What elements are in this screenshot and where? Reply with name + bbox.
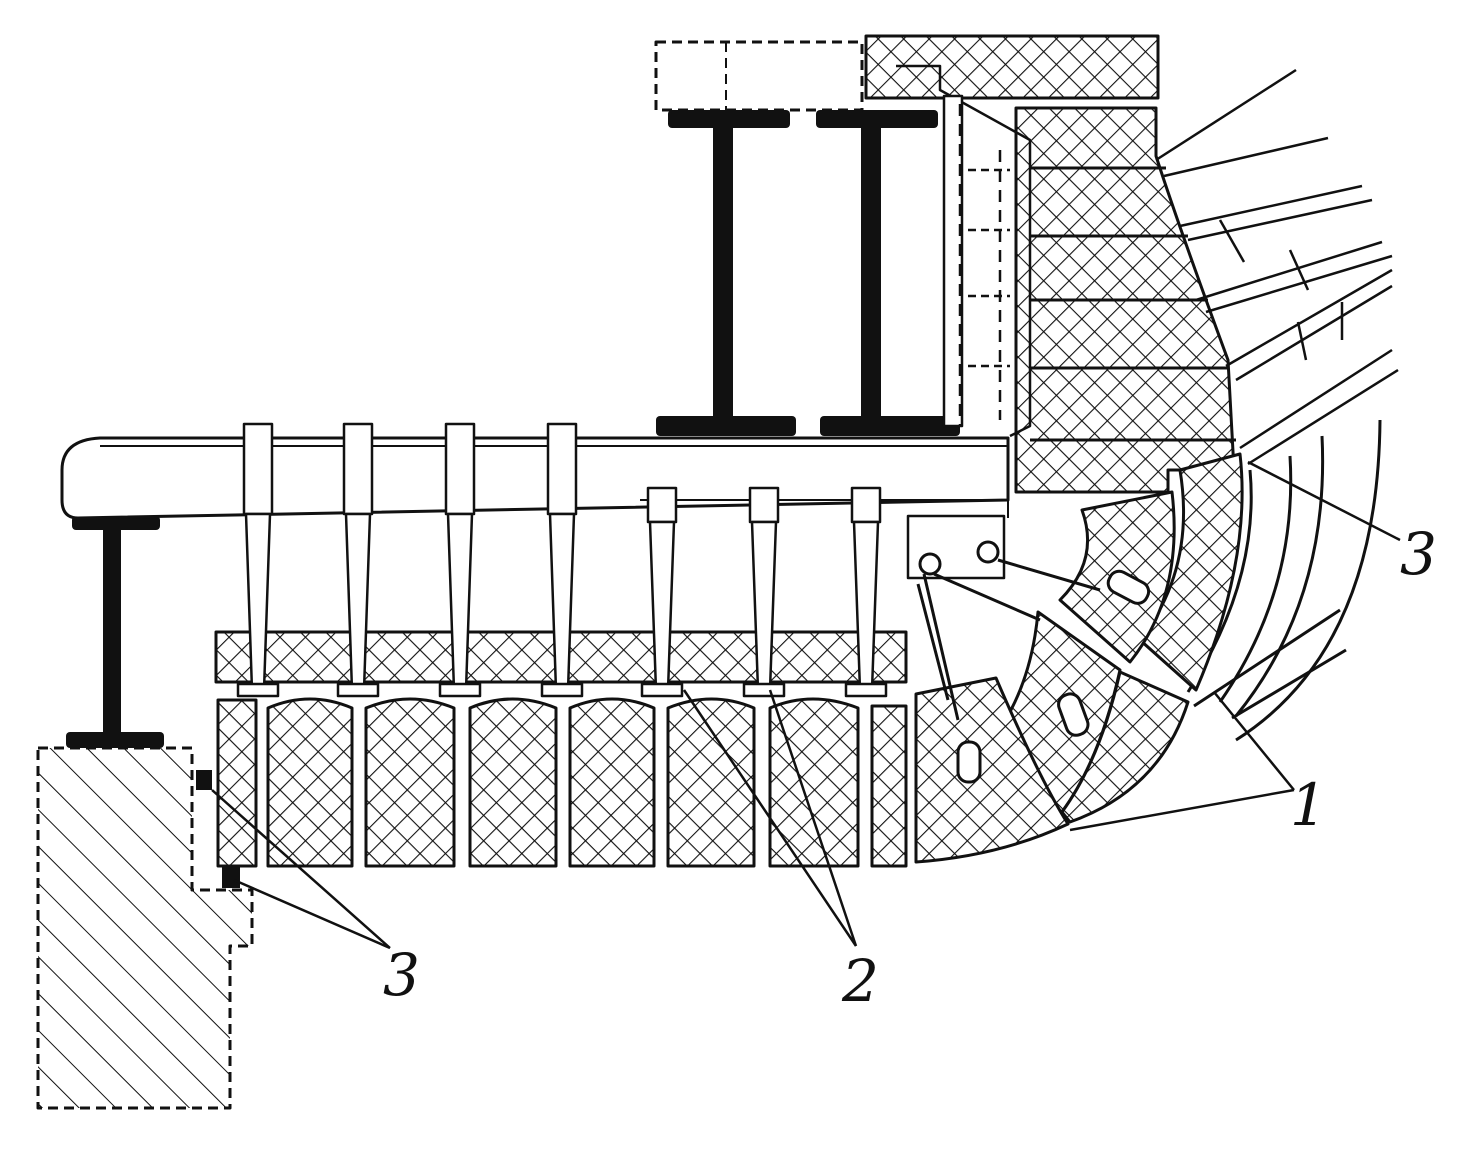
upper-i-beams bbox=[656, 110, 960, 436]
callout-2-hangers: 2 bbox=[842, 947, 879, 1015]
callout-3-seal: 3 bbox=[383, 941, 420, 1009]
arch-ribs bbox=[1186, 419, 1382, 742]
leader-lines bbox=[211, 460, 1401, 950]
callout-3-arch-seal: 3 bbox=[1400, 520, 1437, 588]
roof-hangers bbox=[236, 422, 888, 698]
callout-1-arch-bricks: 1 bbox=[1290, 771, 1327, 839]
roof-bricks bbox=[216, 697, 908, 868]
arch-bricks bbox=[914, 452, 1244, 864]
i-beam-support bbox=[66, 516, 164, 748]
upper-refractory-wall bbox=[864, 34, 1236, 494]
wall-hanger-frame bbox=[896, 64, 1032, 438]
seal-pieces bbox=[196, 770, 240, 888]
roof-tie-rods bbox=[1155, 68, 1399, 466]
masonry-pier bbox=[36, 746, 254, 1110]
upper-dashed-block bbox=[654, 40, 864, 112]
arch-hanger bbox=[906, 514, 1101, 721]
